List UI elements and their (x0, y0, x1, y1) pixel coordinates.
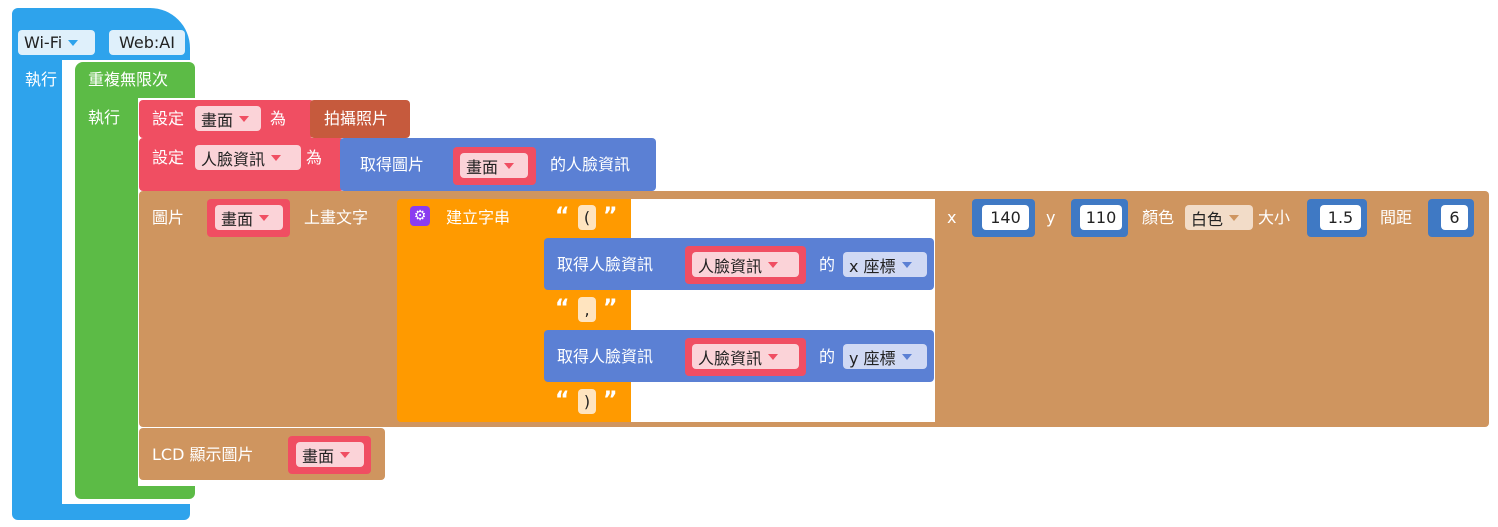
face-info-suffix-label: 的人臉資訊 (550, 155, 631, 174)
get-face-info-label: 取得人臉資訊 (557, 347, 654, 366)
chevron-down-icon (68, 39, 79, 46)
face-info-variable-dropdown[interactable]: 人臉資訊 (195, 145, 301, 170)
image-variable-dropdown[interactable]: 畫面 (296, 442, 364, 467)
chevron-down-icon (271, 154, 282, 161)
chevron-down-icon (259, 214, 270, 221)
chevron-down-icon (1229, 214, 1240, 221)
set-label: 設定 (152, 148, 185, 167)
string-comma-field[interactable]: , (578, 297, 596, 322)
close-quote-icon: ” (603, 296, 618, 321)
close-quote-icon: ” (603, 204, 618, 229)
repeat-do-label: 執行 (88, 108, 121, 127)
image-label: 圖片 (152, 208, 185, 227)
chevron-down-icon (340, 451, 351, 458)
x-coordinate-dropdown[interactable]: x 座標 (843, 252, 927, 277)
face-info-variable-dropdown[interactable]: 人臉資訊 (692, 252, 799, 277)
get-face-info-label: 取得人臉資訊 (557, 255, 654, 274)
y-coordinate-dropdown[interactable]: y 座標 (843, 344, 927, 369)
face-info-variable-dropdown[interactable]: 人臉資訊 (692, 344, 799, 369)
string-close-paren-field[interactable]: ) (578, 389, 596, 414)
chevron-down-icon (901, 353, 912, 360)
of-label: 的 (819, 255, 836, 274)
y-label: y (1046, 208, 1056, 227)
draw-text-label: 上畫文字 (304, 208, 369, 227)
open-quote-icon: “ (555, 204, 570, 229)
color-dropdown[interactable]: 白色 (1185, 205, 1253, 230)
image-variable-dropdown[interactable]: 畫面 (215, 205, 283, 230)
spacing-number-field[interactable]: 6 (1441, 205, 1468, 230)
wifi-do-label: 執行 (25, 70, 58, 89)
take-photo-block[interactable] (310, 100, 410, 138)
as-label: 為 (306, 148, 323, 167)
close-quote-icon: ” (603, 388, 618, 413)
chevron-down-icon (768, 261, 779, 268)
web-ai-field[interactable]: Web:AI (109, 30, 185, 55)
chevron-down-icon (901, 261, 912, 268)
as-label: 為 (270, 109, 287, 128)
set-label: 設定 (152, 109, 185, 128)
lcd-show-image-label: LCD 顯示圖片 (152, 445, 254, 464)
get-image-label: 取得圖片 (360, 155, 425, 174)
y-number-field[interactable]: 110 (1080, 205, 1122, 230)
size-label: 大小 (1258, 208, 1291, 227)
open-quote-icon: “ (555, 388, 570, 413)
wifi-dropdown[interactable]: Wi-Fi (18, 30, 95, 55)
gear-icon[interactable]: ⚙ (410, 206, 430, 226)
chevron-down-icon (239, 115, 250, 122)
chevron-down-icon (504, 162, 515, 169)
chevron-down-icon (768, 353, 779, 360)
open-quote-icon: “ (555, 296, 570, 321)
x-number-field[interactable]: 140 (982, 205, 1029, 230)
create-string-inner-area (631, 199, 935, 422)
string-open-paren-field[interactable]: ( (578, 205, 596, 230)
spacing-label: 間距 (1380, 208, 1413, 227)
of-label: 的 (819, 347, 836, 366)
image-variable-dropdown[interactable]: 畫面 (195, 106, 261, 131)
create-string-label: 建立字串 (446, 208, 511, 227)
color-label: 顏色 (1142, 208, 1175, 227)
repeat-forever-label: 重複無限次 (88, 70, 169, 89)
x-label: x (947, 208, 957, 227)
image-variable-dropdown[interactable]: 畫面 (460, 153, 528, 178)
take-photo-label: 拍攝照片 (324, 109, 389, 128)
size-number-field[interactable]: 1.5 (1320, 205, 1361, 230)
